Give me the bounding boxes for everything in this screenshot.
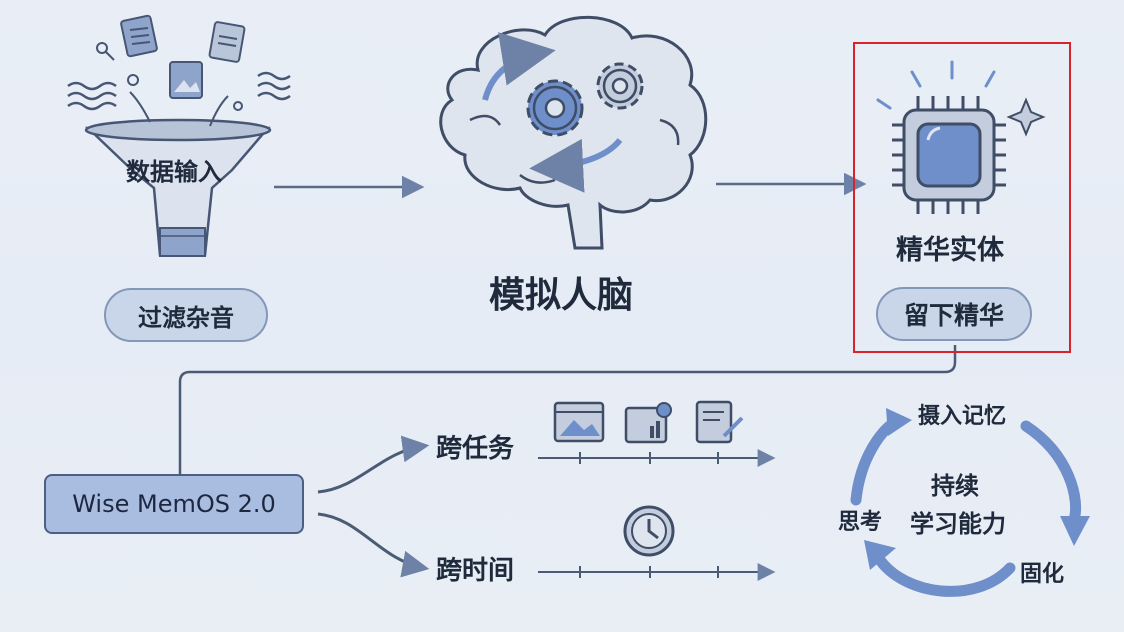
filter-noise-pill: 过滤杂音 (104, 288, 268, 342)
branch-arrow (317, 435, 430, 578)
clock-icon (623, 505, 675, 557)
sparkle-icon (1006, 97, 1046, 137)
cycle-arrow-icon (482, 32, 623, 193)
dot-icon (127, 74, 243, 127)
cycle-arrowhead-icon (864, 408, 1090, 570)
document-icon (120, 14, 158, 58)
connector-line (178, 345, 957, 474)
gear-icon (596, 62, 644, 110)
keep-essence-pill: 留下精华 (876, 287, 1032, 341)
image-window-icon (553, 401, 605, 443)
brain-label: 模拟人脑 (489, 275, 634, 316)
memos-box: Wise MemOS 2.0 (44, 474, 304, 534)
key-icon (96, 42, 115, 61)
cycle-ingest-label: 摄入记忆 (918, 404, 1007, 429)
timeline-line (538, 563, 776, 581)
gear-icon (526, 79, 584, 137)
timeline-line (538, 449, 776, 467)
cycle-think-label: 思考 (838, 510, 883, 535)
brain-icon (439, 15, 708, 250)
dashboard-icon (624, 402, 672, 444)
funnel-icon (84, 118, 272, 257)
chip-label: 精华实体 (896, 235, 1004, 266)
chip-icon (892, 96, 1006, 214)
cross-task-label: 跨任务 (436, 434, 515, 464)
cycle-center-label-2: 学习能力 (910, 510, 1006, 538)
glow-rays-icon (876, 60, 996, 110)
cross-time-label: 跨时间 (436, 556, 515, 586)
highlight-box (853, 42, 1071, 353)
document-icon (208, 21, 246, 63)
cycle-center-label-1: 持续 (931, 472, 979, 500)
image-file-icon (169, 61, 203, 99)
noise-wave-icon (67, 71, 291, 111)
edit-document-icon (695, 400, 744, 444)
funnel-label: 数据输入 (126, 158, 222, 186)
cycle-consolidate-label: 固化 (1020, 562, 1065, 587)
